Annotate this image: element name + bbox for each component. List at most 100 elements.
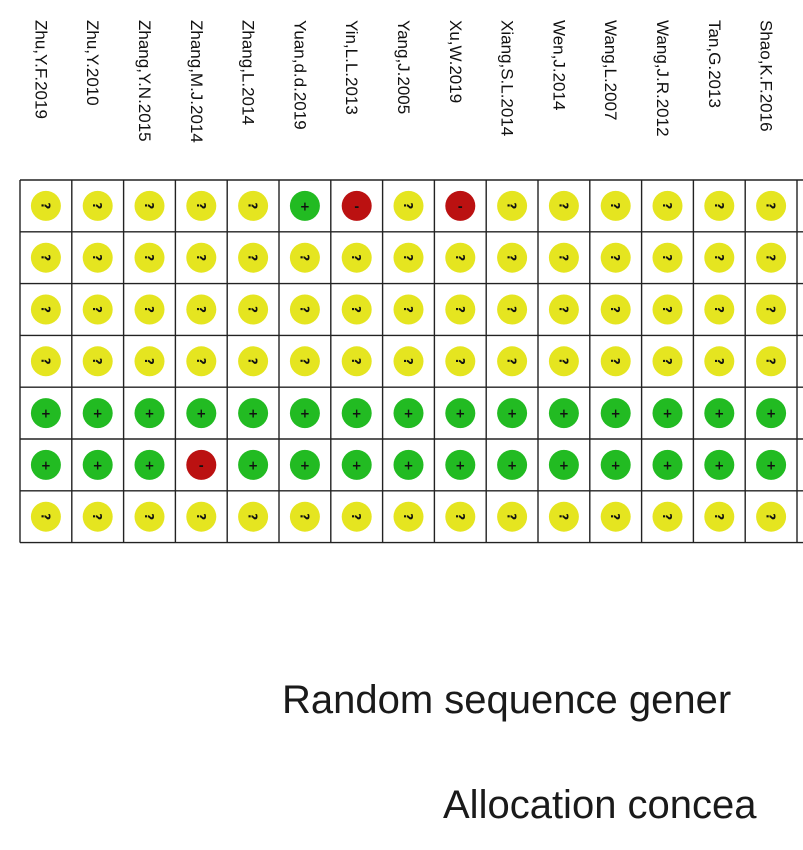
- judgement-dot: [704, 501, 735, 532]
- judgement-symbol: ?: [90, 254, 104, 261]
- study-label: Yuan,d.d.2019: [290, 20, 309, 130]
- judgement-symbol: +: [662, 458, 672, 472]
- judgement-symbol: +: [300, 407, 310, 421]
- judgement-dot: [289, 346, 320, 377]
- judgement-low-icon: +: [82, 449, 113, 480]
- judgement-symbol: ?: [38, 254, 52, 261]
- judgement-symbol: ?: [453, 513, 467, 520]
- judgement-dot: [186, 501, 217, 532]
- judgement-dot: [30, 294, 61, 325]
- judgement-dot: [393, 190, 424, 221]
- judgement-grid: ?????+-?-???????????????????????????????…: [19, 179, 803, 544]
- judgement-symbol: +: [559, 407, 569, 421]
- judgement-symbol: ?: [349, 358, 363, 365]
- domain-label: Random sequence gener: [282, 678, 731, 722]
- judgement-symbol: ?: [712, 513, 726, 520]
- judgement-unclear-icon: ?: [704, 190, 735, 221]
- judgement-unclear-icon: ?: [82, 501, 113, 532]
- judgement-unclear-icon: ?: [548, 190, 579, 221]
- judgement-symbol: ?: [556, 202, 570, 209]
- study-label: Yin,L.L.2013: [342, 20, 361, 115]
- study-label: Zhang,Y.N.2015: [135, 20, 154, 142]
- judgement-symbol: ?: [349, 306, 363, 313]
- judgement-dot: [497, 242, 528, 273]
- judgement-symbol: ?: [764, 358, 778, 365]
- judgement-dot: [445, 449, 476, 480]
- judgement-unclear-icon: ?: [600, 501, 631, 532]
- judgement-dot: [652, 398, 683, 429]
- judgement-unclear-icon: ?: [704, 242, 735, 273]
- judgement-dot: [393, 398, 424, 429]
- judgement-symbol: +: [662, 407, 672, 421]
- study-label: Shao,K.F.2016: [757, 20, 776, 132]
- judgement-low-icon: +: [289, 398, 320, 429]
- judgement-unclear-icon: ?: [652, 190, 683, 221]
- judgement-dot: [186, 190, 217, 221]
- judgement-dot: [497, 501, 528, 532]
- judgement-symbol: ?: [556, 358, 570, 365]
- judgement-unclear-icon: ?: [134, 346, 165, 377]
- study-label: Yang,J.2005: [394, 20, 413, 114]
- judgement-symbol: ?: [246, 254, 260, 261]
- judgement-dot: [289, 190, 320, 221]
- judgement-unclear-icon: ?: [445, 501, 476, 532]
- judgement-symbol: ?: [660, 358, 674, 365]
- judgement-symbol: ?: [246, 202, 260, 209]
- judgement-unclear-icon: ?: [238, 294, 269, 325]
- judgement-unclear-icon: ?: [134, 242, 165, 273]
- judgement-symbol: +: [559, 458, 569, 472]
- judgement-dot: [289, 242, 320, 273]
- judgement-symbol: ?: [660, 306, 674, 313]
- judgement-unclear-icon: ?: [341, 294, 372, 325]
- judgement-dot: [704, 190, 735, 221]
- judgement-low-icon: +: [600, 449, 631, 480]
- judgement-dot: [548, 398, 579, 429]
- judgement-unclear-icon: ?: [704, 346, 735, 377]
- judgement-unclear-icon: ?: [497, 190, 528, 221]
- judgement-unclear-icon: ?: [341, 346, 372, 377]
- judgement-unclear-icon: ?: [393, 190, 424, 221]
- judgement-symbol: ?: [401, 358, 415, 365]
- judgement-low-icon: +: [756, 449, 787, 480]
- judgement-symbol: -: [199, 458, 204, 472]
- judgement-dot: [600, 449, 631, 480]
- judgement-symbol: ?: [194, 254, 208, 261]
- judgement-symbol: ?: [608, 358, 622, 365]
- judgement-symbol: ?: [401, 513, 415, 520]
- judgement-low-icon: +: [30, 449, 61, 480]
- judgement-dot: [704, 449, 735, 480]
- study-label: Wen,J.2014: [549, 20, 568, 110]
- judgement-low-icon: +: [704, 398, 735, 429]
- judgement-dot: [445, 190, 476, 221]
- judgement-dot: [238, 501, 269, 532]
- judgement-dot: [238, 346, 269, 377]
- judgement-dot: [238, 398, 269, 429]
- judgement-dot: [238, 294, 269, 325]
- judgement-dot: [30, 190, 61, 221]
- judgement-unclear-icon: ?: [289, 346, 320, 377]
- judgement-unclear-icon: ?: [134, 294, 165, 325]
- judgement-dot: [652, 449, 683, 480]
- judgement-dot: [238, 449, 269, 480]
- judgement-unclear-icon: ?: [548, 242, 579, 273]
- judgement-unclear-icon: ?: [756, 190, 787, 221]
- judgement-low-icon: +: [341, 449, 372, 480]
- judgement-dot: [186, 346, 217, 377]
- study-label: Wang,J.R.2012: [653, 20, 672, 137]
- judgement-symbol: ?: [505, 202, 519, 209]
- judgement-low-icon: +: [652, 449, 683, 480]
- judgement-dot: [704, 346, 735, 377]
- judgement-symbol: ?: [90, 202, 104, 209]
- judgement-dot: [186, 294, 217, 325]
- judgement-unclear-icon: ?: [393, 294, 424, 325]
- judgement-unclear-icon: ?: [341, 501, 372, 532]
- judgement-dot: [186, 449, 217, 480]
- judgement-unclear-icon: ?: [186, 294, 217, 325]
- judgement-dot: [30, 449, 61, 480]
- judgement-dot: [497, 449, 528, 480]
- judgement-symbol: +: [507, 458, 517, 472]
- judgement-dot: [289, 501, 320, 532]
- judgement-unclear-icon: ?: [393, 501, 424, 532]
- judgement-unclear-icon: ?: [82, 294, 113, 325]
